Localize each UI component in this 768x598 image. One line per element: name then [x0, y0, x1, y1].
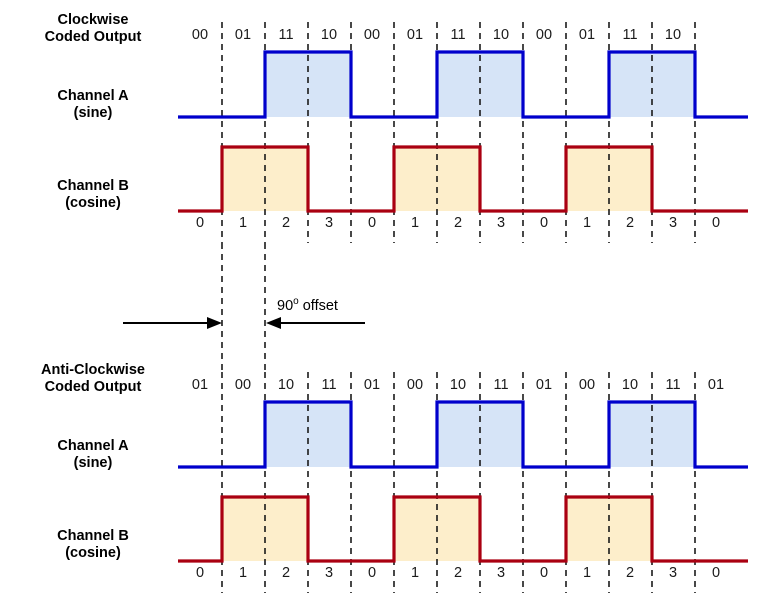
bottom-tick-label: 1	[238, 565, 248, 581]
top-tick-label: 0	[539, 215, 549, 231]
bottom-code-label: 00	[578, 377, 596, 393]
bottom-tick-label: 1	[582, 565, 592, 581]
offset-arrow-right	[266, 317, 365, 329]
bottom-tick-label: 2	[453, 565, 463, 581]
top-tick-label: 1	[582, 215, 592, 231]
top-tick-label: 0	[367, 215, 377, 231]
bottom-channel-a-label: Channel A (sine)	[8, 438, 178, 472]
bottom-tick-label: 3	[496, 565, 506, 581]
clockwise-heading: Clockwise Coded Output	[8, 12, 178, 46]
top-channel-a-fill	[265, 52, 695, 117]
top-code-label: 10	[492, 27, 510, 43]
top-code-label: 00	[363, 27, 381, 43]
offset-word: offset	[298, 297, 338, 314]
top-tick-label: 2	[625, 215, 635, 231]
top-tick-label: 0	[195, 215, 205, 231]
top-channel-b-trace	[178, 145, 748, 213]
bottom-tick-label: 2	[625, 565, 635, 581]
bottom-tick-label: 0	[195, 565, 205, 581]
top-tick-label: 3	[324, 215, 334, 231]
top-channel-a-label-line1: Channel A	[57, 88, 129, 104]
bottom-tick-label: 0	[539, 565, 549, 581]
top-channel-b-label-line1: Channel B	[57, 178, 129, 194]
bottom-tick-label: 0	[711, 565, 721, 581]
top-tick-label: 0	[711, 215, 721, 231]
top-tick-label: 2	[453, 215, 463, 231]
top-tick-label: 1	[238, 215, 248, 231]
bottom-tick-label: 3	[668, 565, 678, 581]
bottom-channel-a-label-line2: (sine)	[73, 455, 113, 471]
anticlockwise-heading-line2: Coded Output	[44, 379, 142, 395]
top-code-label: 11	[450, 27, 466, 43]
bottom-channel-a-fill	[265, 402, 695, 467]
bottom-tick-label: 2	[281, 565, 291, 581]
bottom-code-label: 00	[234, 377, 252, 393]
top-channel-a-label-line2: (sine)	[73, 105, 113, 121]
bottom-channel-b-trace	[178, 495, 748, 563]
bottom-code-label: 10	[621, 377, 639, 393]
bottom-tick-label: 0	[367, 565, 377, 581]
bottom-code-label: 01	[707, 377, 725, 393]
top-code-label: 01	[234, 27, 252, 43]
phase-offset-annotation: 90o offset	[277, 296, 338, 314]
bottom-code-label: 11	[321, 377, 337, 393]
top-code-label: 00	[535, 27, 553, 43]
bottom-code-label: 11	[493, 377, 509, 393]
top-code-label: 00	[191, 27, 209, 43]
top-code-label: 10	[320, 27, 338, 43]
offset-arrow-left	[123, 317, 222, 329]
top-tick-label: 2	[281, 215, 291, 231]
top-channel-a-trace	[178, 50, 748, 119]
top-code-label: 01	[578, 27, 596, 43]
top-tick-label: 1	[410, 215, 420, 231]
top-channel-b-label-line2: (cosine)	[65, 195, 121, 211]
bottom-code-label: 01	[535, 377, 553, 393]
bottom-code-label: 00	[406, 377, 424, 393]
clockwise-heading-line1: Clockwise	[57, 12, 129, 28]
anticlockwise-heading: Anti-Clockwise Coded Output	[8, 362, 178, 396]
top-channel-b-label: Channel B (cosine)	[8, 178, 178, 212]
bottom-channel-b-label-line1: Channel B	[57, 528, 129, 544]
bottom-code-label: 10	[277, 377, 295, 393]
top-code-label: 11	[622, 27, 638, 43]
top-code-label: 01	[406, 27, 424, 43]
top-tick-label: 3	[496, 215, 506, 231]
bottom-tick-label: 3	[324, 565, 334, 581]
top-tick-label: 3	[668, 215, 678, 231]
bottom-code-label: 01	[191, 377, 209, 393]
bottom-code-label: 11	[665, 377, 681, 393]
clockwise-heading-line2: Coded Output	[44, 29, 142, 45]
bottom-channel-b-label-line2: (cosine)	[65, 545, 121, 561]
top-code-label: 10	[664, 27, 682, 43]
top-channel-a-label: Channel A (sine)	[8, 88, 178, 122]
bottom-channel-a-label-line1: Channel A	[57, 438, 129, 454]
degree-symbol: o	[293, 296, 299, 307]
offset-reference-gridlines	[221, 243, 266, 372]
anticlockwise-heading-line1: Anti-Clockwise	[41, 362, 145, 378]
bottom-code-label: 10	[449, 377, 467, 393]
bottom-channel-a-trace	[178, 400, 748, 469]
bottom-channel-b-label: Channel B (cosine)	[8, 528, 178, 562]
offset-value: 90	[277, 297, 294, 314]
top-code-label: 11	[278, 27, 294, 43]
bottom-tick-label: 1	[410, 565, 420, 581]
bottom-code-label: 01	[363, 377, 381, 393]
